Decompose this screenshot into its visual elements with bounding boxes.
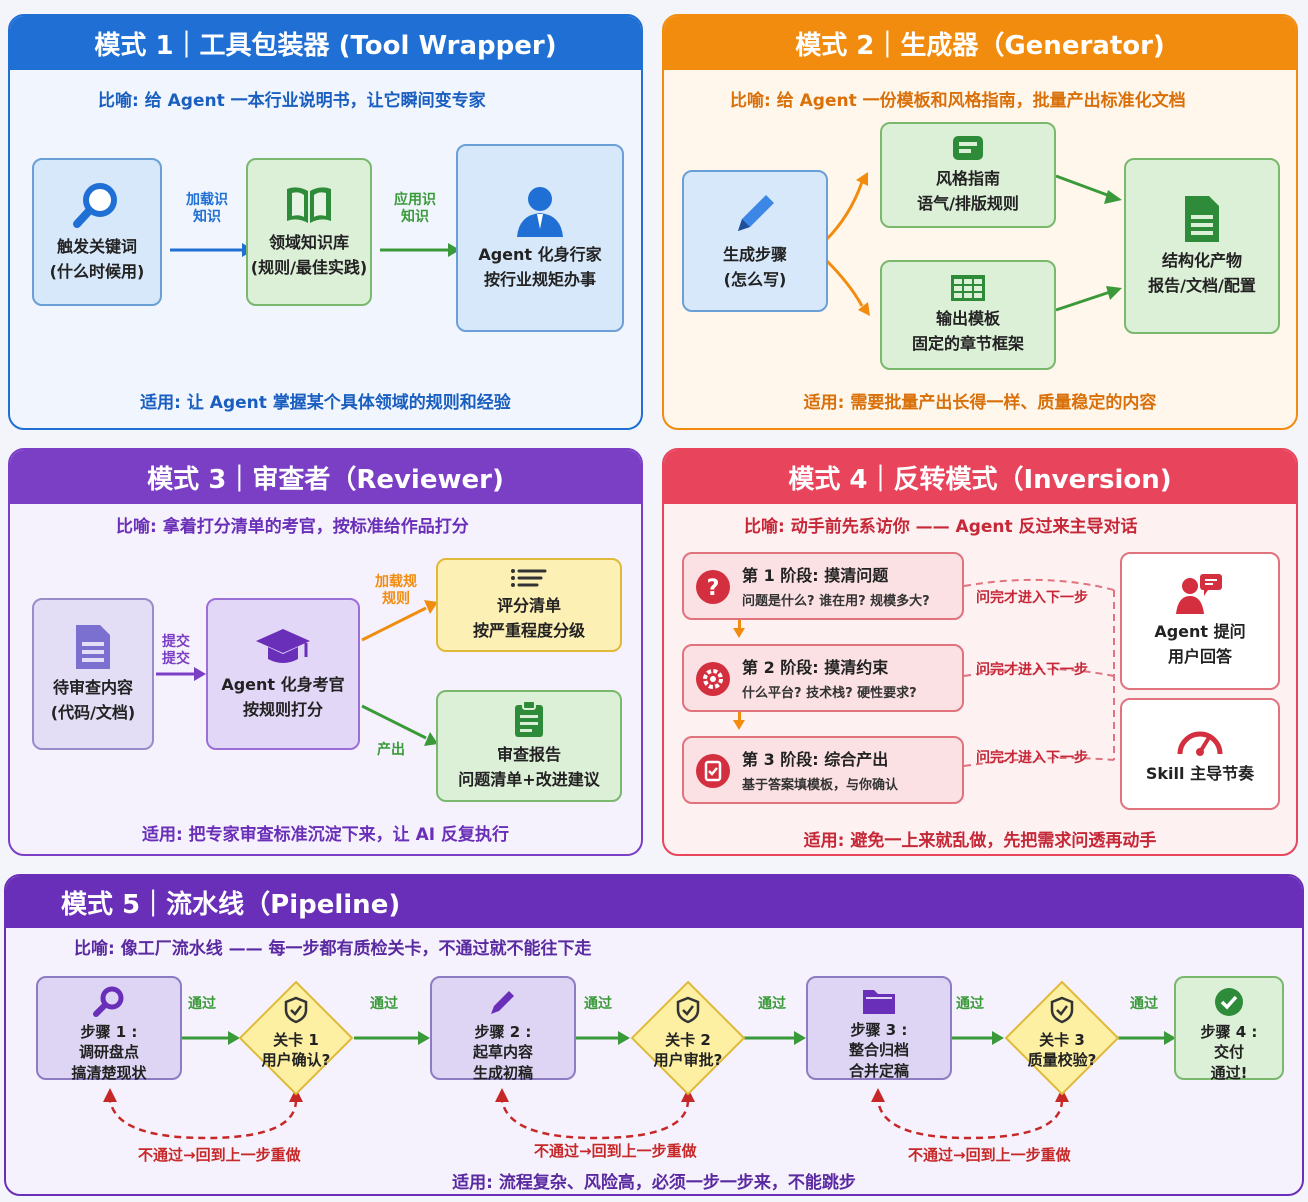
content-to-review-box: 待审查内容(代码/文档) [32,598,154,750]
pass-label-3: 通过 [584,996,612,1012]
agent-expert-box: Agent 化身行家按行业规矩办事 [456,144,624,332]
table-icon [951,275,985,302]
retry-label-3: 不通过→回到上一步重做 [908,1146,1071,1164]
speedometer-icon [1177,731,1223,756]
gate-diamond [238,980,354,1096]
step-2-box: 步骤 2 :起草内容生成初稿 [430,976,576,1082]
stage-3: 第 3 阶段: 综合产出 基于答案填模板，与你确认 [682,736,964,804]
panel-reviewer: 模式 3｜审查者（Reviewer) 比喻: 拿着打分清单的考官，按标准给作品打… [8,448,643,856]
question-icon: ? [696,570,730,604]
stage-1: ? 第 1 阶段: 摸清问题 问题是什么? 谁在用? 规模多大? [682,552,964,620]
applies-text: 适用: 让 Agent 掌握某个具体领域的规则和经验 [140,393,511,413]
document-icon [76,625,110,670]
retry-label-1: 不通过→回到上一步重做 [138,1146,301,1164]
arrow-label-output: 产出 [377,742,405,758]
style-guide-box: 风格指南语气/排版规则 [880,122,1056,228]
shield-check-icon [1050,996,1074,1024]
panel-inversion: 模式 4｜反转模式（Inversion) 比喻: 动手前先系访你 —— Agen… [662,448,1298,856]
gate-label-3: 问完才进入下一步 [976,750,1088,766]
check-circle-icon [1215,988,1243,1016]
stage-subtitle: 基于答案填模板，与你确认 [742,778,899,793]
chat-person-icon [1176,574,1222,615]
flow-arrows [824,172,1122,316]
pass-label-2: 通过 [370,996,398,1012]
pass-label-1: 通过 [188,996,216,1012]
panel-tool-wrapper: 模式 1｜工具包装器 (Tool Wrapper) 比喻: 给 Agent 一本… [8,14,643,430]
checklist-icon [511,569,547,588]
step-3-box: 步骤 3 :整合归档合并定稿 [806,976,952,1080]
pencil-icon [491,991,514,1014]
panel-title: 模式 4｜反转模式（Inversion) [664,450,1296,504]
panel-pipeline: 模式 5｜流水线（Pipeline) 比喻: 像工厂流水线 —— 每一步都有质检… [4,874,1304,1196]
pass-label-6: 通过 [1130,996,1158,1012]
stage-2: 第 2 阶段: 摸清约束 什么平台? 技术栈? 硬性要求? [682,644,964,712]
svg-text:?: ? [707,576,720,601]
panel-title: 模式 1｜工具包装器 (Tool Wrapper) [10,16,641,70]
stage-title: 第 2 阶段: 摸清约束 [742,658,889,677]
gate-label-1: 问完才进入下一步 [976,590,1088,606]
structured-output-box: 结构化产物报告/文档/配置 [1124,158,1280,334]
stage-title: 第 1 阶段: 摸清问题 [742,566,889,585]
metaphor-text: 比喻: 动手前先系访你 —— Agent 反过来主导对话 [744,517,1138,537]
flow-arrows [156,600,438,746]
metaphor-text: 比喻: 拿着打分清单的考官，按标准给作品打分 [116,517,469,537]
panel-generator: 模式 2｜生成器（Generator) 比喻: 给 Agent 一份模板和风格指… [662,14,1298,430]
flow-arrows [733,578,1115,767]
generation-steps-box: 生成步骤(怎么写) [682,170,828,312]
pencil-icon [738,195,774,232]
output-template-box: 输出模板固定的章节框架 [880,260,1056,370]
document-icon [1185,196,1219,243]
trigger-keyword-box: 触发关键词(什么时候用) [32,158,162,306]
graduation-cap-icon [256,629,310,664]
person-icon [517,187,563,238]
book-icon [287,187,331,224]
applies-text: 适用: 需要批量产出长得一样、质量稳定的内容 [803,393,1157,413]
applies-text: 适用: 流程复杂、风险高，必须一步一步来，不能跳步 [452,1173,856,1193]
pass-label-4: 通过 [758,996,786,1012]
clipboard-icon [515,700,543,738]
panel-title: 模式 2｜生成器（Generator) [664,16,1296,70]
gate-label-2: 问完才进入下一步 [976,662,1088,678]
metaphor-text: 比喻: 给 Agent 一本行业说明书，让它瞬间变专家 [98,91,486,111]
arrow-label-submit: 提交提交 [162,634,190,667]
gate-diamond [630,980,746,1096]
panel-title: 模式 5｜流水线（Pipeline) [6,876,1302,928]
search-icon [73,183,117,229]
arrow-label-apply: 应用识知识 [394,192,436,225]
review-report-box: 审查报告问题清单+改进建议 [436,690,622,802]
metaphor-text: 比喻: 像工厂流水线 —— 每一步都有质检关卡，不通过就不能往下走 [74,939,592,959]
knowledge-base-box: 领域知识库(规则/最佳实践) [246,158,372,306]
scoring-checklist-box: 评分清单按严重程度分级 [436,558,622,652]
metaphor-text: 比喻: 给 Agent 一份模板和风格指南，批量产出标准化文档 [730,91,1186,111]
gate-diamond [1004,980,1120,1096]
panel-title: 模式 3｜审查者（Reviewer) [10,450,641,504]
stage-subtitle: 问题是什么? 谁在用? 规模多大? [742,594,930,609]
applies-text: 适用: 避免一上来就乱做，先把需求问透再动手 [803,831,1157,851]
checklist-icon [696,754,730,788]
stage-title: 第 3 阶段: 综合产出 [742,750,889,769]
applies-text: 适用: 把专家审查标准沉淀下来，让 AI 反复执行 [141,825,510,845]
folder-icon [863,990,895,1014]
skill-pace-box: Skill 主导节奏 [1120,698,1280,810]
step-1-box: 步骤 1 :调研盘点搞清楚现状 [36,976,182,1082]
agent-asks-box: Agent 提问用户回答 [1120,552,1280,690]
retry-label-2: 不通过→回到上一步重做 [534,1142,697,1160]
shield-check-icon [676,996,700,1024]
arrow-label-load-rules: 加载规规则 [375,574,417,607]
agent-examiner-box: Agent 化身考官按规则打分 [206,598,360,750]
stage-subtitle: 什么平台? 技术栈? 硬性要求? [742,686,917,701]
gear-icon [696,662,730,696]
step-4-box: 步骤 4 :交付通过! [1174,976,1284,1082]
style-guide-icon [953,136,983,161]
search-icon [93,986,124,1017]
shield-check-icon [284,996,308,1024]
arrow-label-load: 加载识知识 [186,192,228,225]
pass-label-5: 通过 [956,996,984,1012]
pipeline-arrows [103,1031,1176,1140]
